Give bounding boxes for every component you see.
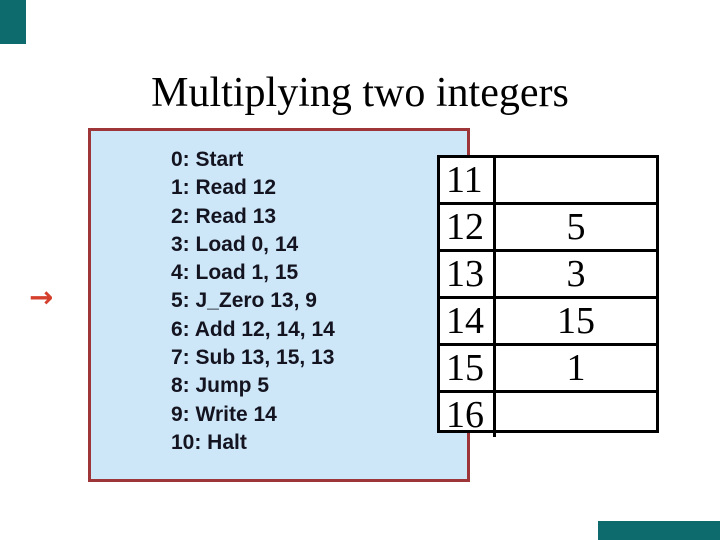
- page-title: Multiplying two integers: [151, 70, 569, 116]
- memory-address-cell: 16: [440, 393, 496, 437]
- table-row: 11: [440, 158, 656, 205]
- instruction-pointer-arrow-icon: →: [29, 280, 54, 314]
- program-line: 7: Sub 13, 15, 13: [171, 346, 335, 370]
- program-line: 1: Read 12: [171, 176, 277, 200]
- program-line: 8: Jump 5: [171, 374, 270, 398]
- table-row: 12 5: [440, 205, 656, 252]
- program-line: 9: Write 14: [171, 402, 277, 426]
- memory-value-cell: 15: [557, 300, 595, 342]
- program-line: 0: Start: [171, 148, 244, 171]
- memory-address-cell: 13: [440, 252, 496, 296]
- program-line: 4: Load 1, 15: [171, 261, 299, 285]
- corner-accent-bottom-right: [598, 521, 720, 540]
- program-line: 3: Load 0, 14: [171, 232, 299, 256]
- memory-address-cell: 12: [440, 205, 496, 249]
- memory-address-cell: 11: [440, 158, 496, 202]
- program-line-current: 5: J_Zero 13, 9: [171, 289, 317, 313]
- program-box: 0: Start 1: Read 12 2: Read 13 3: Load 0…: [88, 128, 470, 482]
- table-row: 14 15: [440, 299, 656, 346]
- program-line: 10: Halt: [171, 430, 247, 454]
- memory-value-cell: [496, 158, 656, 202]
- memory-value-cell: [496, 393, 656, 437]
- corner-accent-top-left: [0, 0, 26, 44]
- memory-value-cell: 5: [566, 206, 586, 248]
- program-line: 6: Add 12, 14, 14: [171, 317, 335, 341]
- memory-address-cell: 14: [440, 299, 496, 343]
- program-line: 2: Read 13: [171, 204, 277, 228]
- memory-value-cell: 1: [566, 347, 586, 389]
- memory-value-cell: 3: [566, 253, 586, 295]
- table-row: 16: [440, 393, 656, 437]
- table-row: 13 3: [440, 252, 656, 299]
- memory-table: 11 12 5 13 3 14 15 15 1 16: [437, 155, 659, 437]
- table-row: 15 1: [440, 346, 656, 393]
- memory-address-cell: 15: [440, 346, 496, 390]
